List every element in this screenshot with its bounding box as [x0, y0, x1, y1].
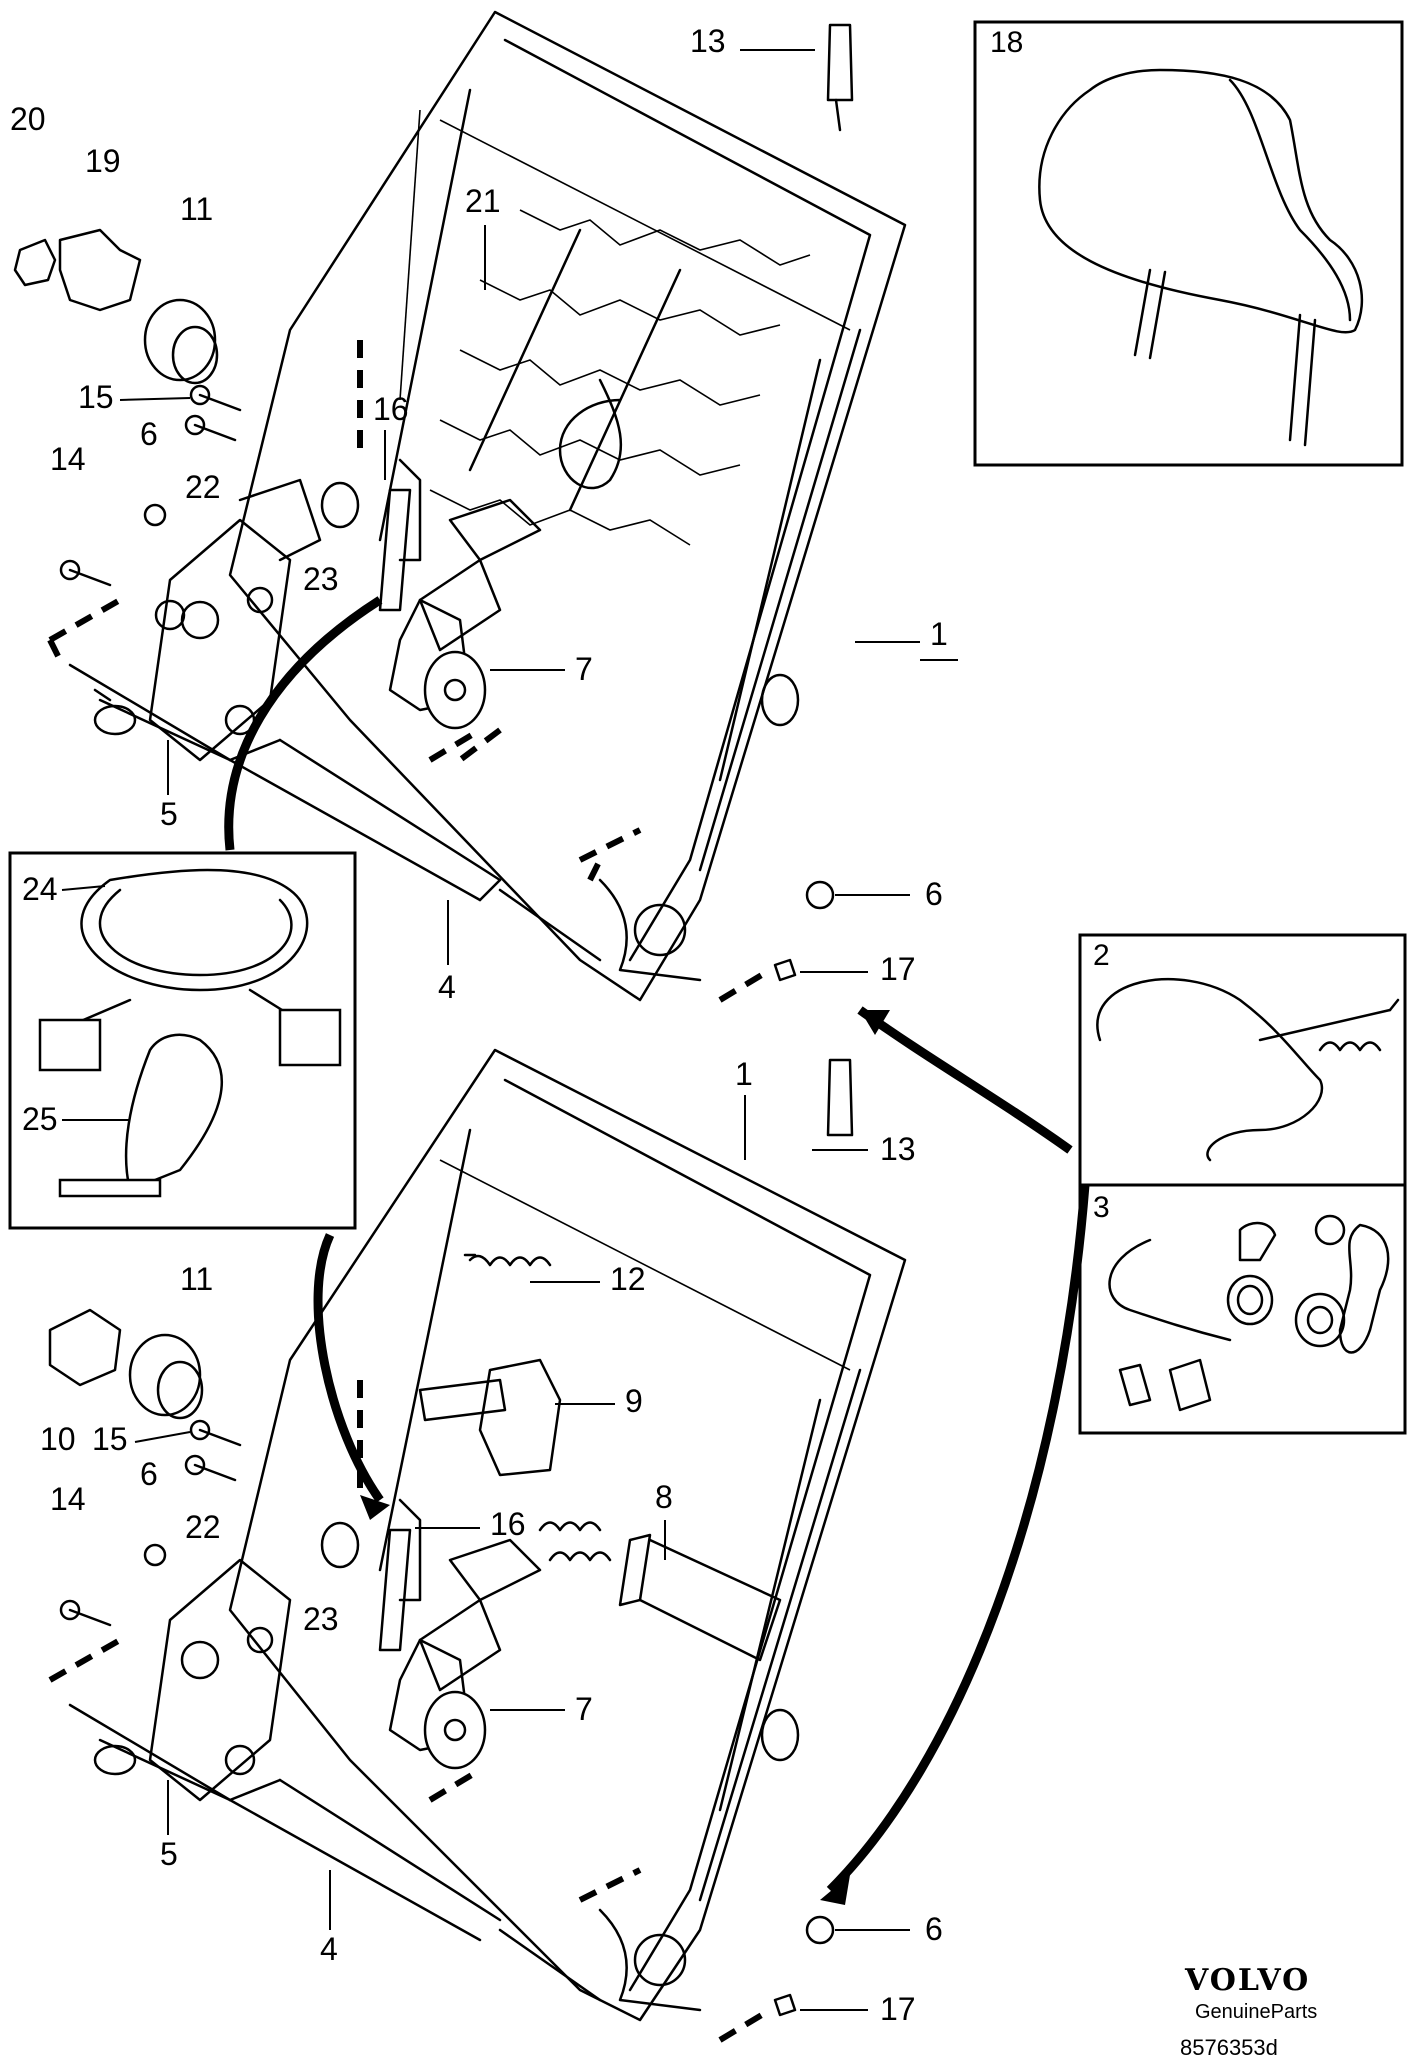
genuine-parts-label: GenuineParts [1195, 2001, 1317, 2023]
arrow-head-a [860, 1010, 890, 1035]
spring-mat [429, 209, 811, 546]
hardware-kit-inset-box: 3 [1078, 1183, 1407, 1435]
box-label-2: 2 [1093, 939, 1110, 972]
callout-14-upper: 14 [50, 441, 86, 477]
headrest-inset-box: 18 [973, 20, 1404, 467]
callout-20: 20 [10, 101, 46, 137]
callout-23-upper: 23 [303, 561, 339, 597]
callout-15-upper: 15 [78, 379, 114, 415]
callout-10: 10 [40, 1421, 76, 1457]
callout-4-upper: 4 [438, 969, 456, 1005]
callout-6-lower-left: 6 [140, 1456, 158, 1492]
callout-7-lower: 7 [575, 1691, 593, 1727]
arrow-head-c [360, 1495, 390, 1520]
callout-8: 8 [655, 1479, 673, 1515]
dashed-references-lower [48, 1380, 772, 2043]
callout-23-lower: 23 [303, 1601, 339, 1637]
callout-13-upper: 13 [690, 23, 726, 59]
lower-seat-frame [228, 1048, 907, 2022]
lower-tube [228, 738, 602, 962]
box-label-3: 3 [1093, 1191, 1110, 1224]
callout-6-upper-right: 6 [925, 876, 943, 912]
upper-seat-frame [154, 10, 907, 1002]
box-label-18: 18 [990, 26, 1023, 59]
callout-19: 19 [85, 143, 121, 179]
callout-5-upper: 5 [160, 796, 178, 832]
callout-25: 25 [22, 1101, 58, 1137]
callout-1-lower: 1 [735, 1056, 753, 1092]
callout-22-lower: 22 [185, 1509, 221, 1545]
diagram-number: 8576353d [1180, 2035, 1278, 2060]
callout-12: 12 [610, 1261, 646, 1297]
left-hinge-upper [93, 478, 322, 762]
callout-5-lower: 5 [160, 1836, 178, 1872]
seat-motor [388, 458, 542, 730]
reference-arrows [224, 596, 1090, 1905]
callout-9: 9 [625, 1383, 643, 1419]
callout-13-lower: 13 [880, 1131, 916, 1167]
callout-1-upper: 1 [930, 616, 948, 652]
callout-11-lower: 11 [180, 1261, 213, 1297]
callout-17-upper: 17 [880, 951, 916, 987]
callout-6-upper-left: 6 [140, 416, 158, 452]
cable-inset-box: 2 [1078, 933, 1407, 1187]
callout-4-lower: 4 [320, 1931, 338, 1967]
callout-11-upper: 11 [180, 191, 213, 227]
volvo-logo: VOLVO [1184, 1963, 1310, 1998]
brand-block: VOLVO GenuineParts 8576353d [1180, 1963, 1317, 2060]
callout-16-upper: 16 [373, 391, 409, 427]
callouts: 13 20 19 11 21 15 16 6 22 14 23 7 1 5 6 … [10, 23, 958, 2027]
harness-inset-box: 24 25 [8, 851, 357, 1230]
callout-16-lower: 16 [490, 1506, 526, 1542]
lower-interior-parts [48, 1058, 854, 2017]
dashed-references-upper [47, 340, 772, 1003]
callout-7-upper: 7 [575, 651, 593, 687]
arrow-head-b [820, 1875, 850, 1905]
small-parts-upper [13, 23, 854, 982]
callout-24: 24 [22, 871, 58, 907]
callout-14-lower: 14 [50, 1481, 86, 1517]
callout-6-lower-right: 6 [925, 1911, 943, 1947]
callout-21: 21 [465, 183, 501, 219]
callout-15-lower: 15 [92, 1421, 128, 1457]
callout-22-upper: 22 [185, 469, 221, 505]
callout-17-lower: 17 [880, 1991, 916, 2027]
